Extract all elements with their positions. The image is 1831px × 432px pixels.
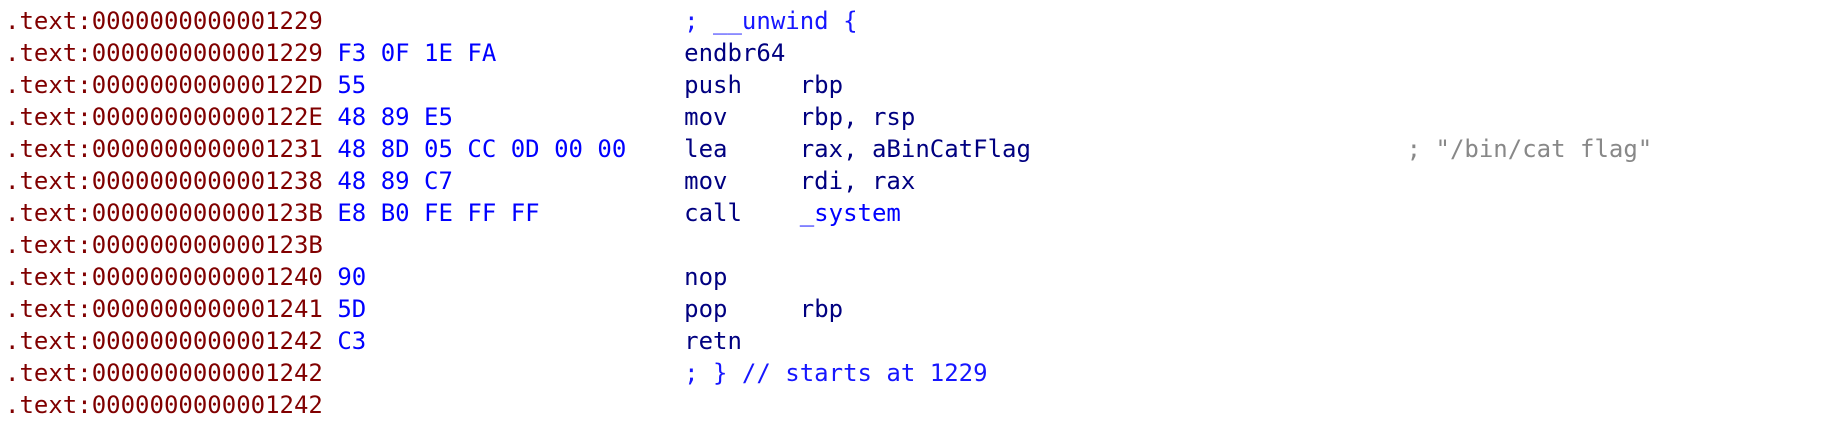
string-comment: ; "/bin/cat flag" [1406,135,1653,163]
mnemonic[interactable]: pop [684,295,728,323]
operands[interactable]: rbp [799,295,844,323]
disasm-line[interactable]: .text:0000000000001242 C3 retn [5,325,1831,357]
operands[interactable]: rax, aBinCatFlag [799,135,1031,163]
mnemonic[interactable]: push [684,71,742,99]
opcode-bytes[interactable]: 90 [337,263,367,291]
address-prefix[interactable]: .text:0000000000001229 [5,7,323,35]
address-prefix[interactable]: .text:0000000000001231 [5,135,323,163]
address-prefix[interactable]: .text:0000000000001241 [5,295,323,323]
address-prefix[interactable]: .text:000000000000123B [5,199,323,227]
address-prefix[interactable]: .text:000000000000123B [5,231,323,259]
address-prefix[interactable]: .text:000000000000122D [5,71,323,99]
address-prefix[interactable]: .text:0000000000001240 [5,263,323,291]
opcode-bytes[interactable]: 55 [337,71,367,99]
mnemonic[interactable]: call [684,199,742,227]
opcode-bytes[interactable]: 48 89 C7 [337,167,453,195]
opcode-bytes[interactable]: C3 [337,327,367,355]
operands[interactable]: rdi, rax [799,167,916,195]
opcode-bytes[interactable]: E8 B0 FE FF FF [337,199,540,227]
disasm-line[interactable]: .text:0000000000001241 5D pop rbp [5,293,1831,325]
disasm-line[interactable]: .text:0000000000001229 F3 0F 1E FA endbr… [5,37,1831,69]
disasm-line[interactable]: .text:0000000000001229 ; __unwind { [5,5,1831,37]
disasm-line[interactable]: .text:0000000000001240 90 nop [5,261,1831,293]
disasm-line[interactable]: .text:0000000000001242 [5,389,1831,421]
opcode-bytes[interactable]: 5D [337,295,367,323]
unwind-comment: ; __unwind { [684,7,858,35]
disasm-line[interactable]: .text:0000000000001242 ; } // starts at … [5,357,1831,389]
disasm-line[interactable]: .text:000000000000123B E8 B0 FE FF FF ca… [5,197,1831,229]
disasm-line[interactable]: .text:0000000000001238 48 89 C7 mov rdi,… [5,165,1831,197]
disasm-line[interactable]: .text:000000000000123B [5,229,1831,261]
mnemonic[interactable]: mov [684,167,728,195]
opcode-bytes[interactable]: 48 8D 05 CC 0D 00 00 [337,135,627,163]
mnemonic[interactable]: endbr64 [684,39,786,67]
address-prefix[interactable]: .text:0000000000001238 [5,167,323,195]
address-prefix[interactable]: .text:0000000000001242 [5,327,323,355]
address-prefix[interactable]: .text:000000000000122E [5,103,323,131]
operands[interactable]: rbp [799,71,844,99]
address-prefix[interactable]: .text:0000000000001229 [5,39,323,67]
operands[interactable]: rbp, rsp [799,103,916,131]
mnemonic[interactable]: nop [684,263,728,291]
disasm-line[interactable]: .text:000000000000122E 48 89 E5 mov rbp,… [5,101,1831,133]
opcode-bytes[interactable]: 48 89 E5 [337,103,453,131]
address-prefix[interactable]: .text:0000000000001242 [5,359,323,387]
opcode-bytes[interactable]: F3 0F 1E FA [337,39,497,67]
address-prefix[interactable]: .text:0000000000001242 [5,391,323,419]
mnemonic[interactable]: mov [684,103,728,131]
mnemonic[interactable]: lea [684,135,728,163]
mnemonic[interactable]: retn [684,327,742,355]
disasm-line[interactable]: .text:0000000000001231 48 8D 05 CC 0D 00… [5,133,1831,165]
disasm-line[interactable]: .text:000000000000122D 55 push rbp [5,69,1831,101]
unwind-comment: ; } // starts at 1229 [684,359,988,387]
symbol-name[interactable]: _system [799,199,901,227]
